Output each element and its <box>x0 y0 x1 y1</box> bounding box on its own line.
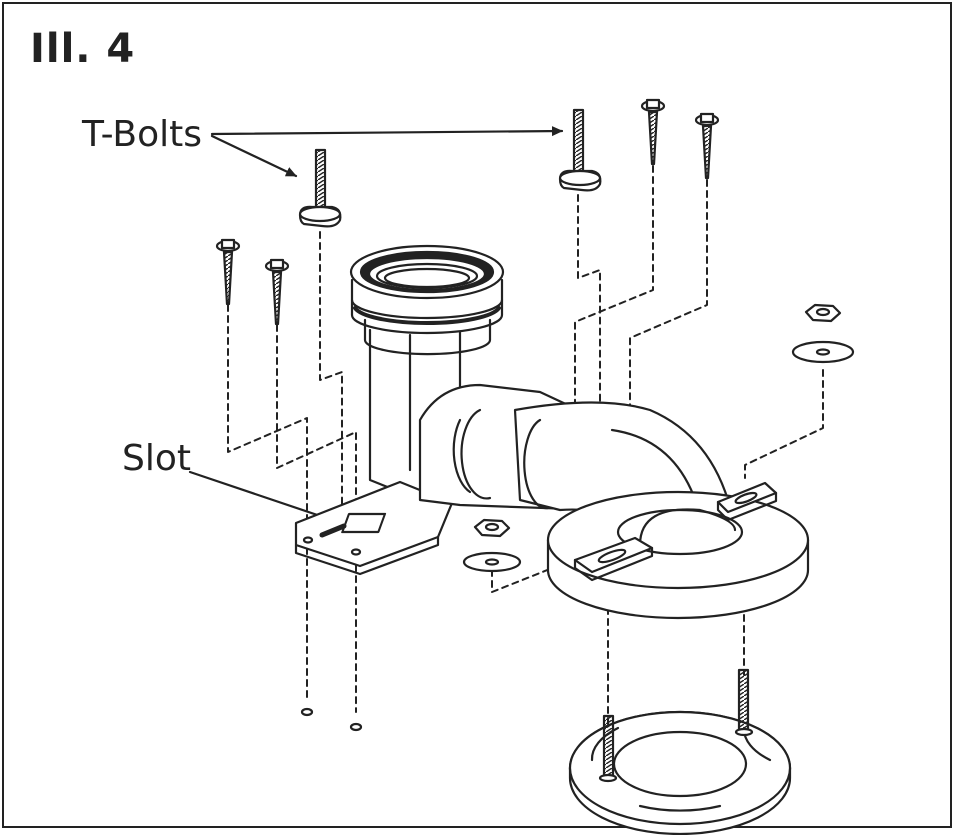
screw-icon <box>264 258 290 326</box>
nut-icon <box>804 303 842 323</box>
t-bolt-left <box>298 148 342 228</box>
screw-icon <box>694 112 720 180</box>
washer-icon <box>791 340 855 364</box>
alignment-lines <box>227 165 824 746</box>
toilet-flange <box>546 481 810 620</box>
screw-icon <box>215 238 241 306</box>
t-bolt-right <box>558 108 602 192</box>
floor-hole <box>300 707 314 717</box>
screw-icon <box>640 98 666 166</box>
figure-title: Ill. 4 <box>30 26 136 72</box>
slot-label: Slot <box>122 438 191 479</box>
nut-icon <box>473 518 511 538</box>
t-bolts-label: T-Bolts <box>82 114 202 155</box>
floor-flange-ring <box>568 668 792 835</box>
mounting-bracket <box>294 480 454 576</box>
floor-hole <box>349 722 363 732</box>
washer-icon <box>462 551 522 573</box>
